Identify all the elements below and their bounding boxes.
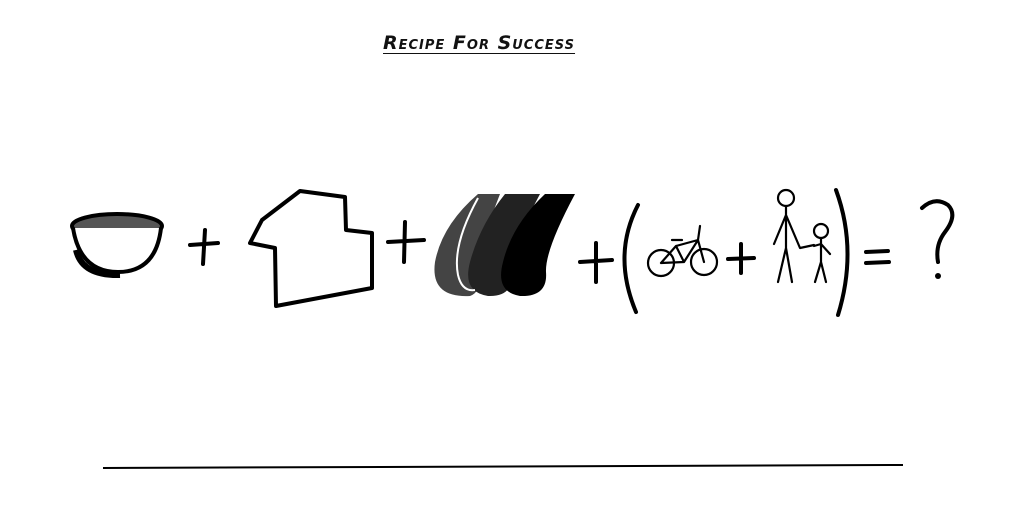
plus-sign xyxy=(578,241,614,284)
plus-sign xyxy=(386,220,426,264)
equals-sign xyxy=(864,249,891,265)
stripes-icon xyxy=(434,194,575,297)
question-mark xyxy=(920,199,955,279)
comic-title: Recipe For Success xyxy=(383,32,576,54)
open-parenthesis xyxy=(622,203,640,314)
plus-sign xyxy=(188,228,220,266)
close-parenthesis xyxy=(834,188,850,317)
bowl-icon xyxy=(70,212,164,279)
bottom-rule xyxy=(102,464,904,469)
plus-sign xyxy=(726,242,756,275)
parent-and-child-icon xyxy=(772,188,832,284)
bicycle-icon xyxy=(646,224,719,278)
house-icon xyxy=(248,189,374,308)
